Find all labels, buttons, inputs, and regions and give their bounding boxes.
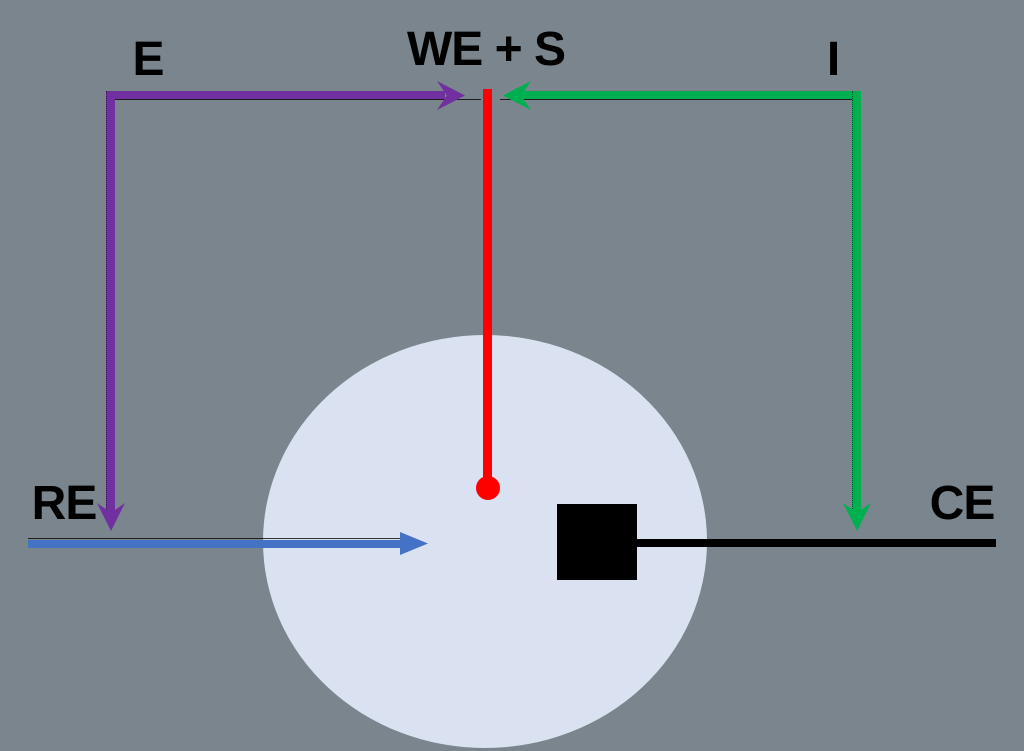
counter-electrode-wire: [637, 539, 996, 547]
working-electrode-label: WE + S: [406, 23, 566, 76]
reference-electrode-arrow-shaft: [28, 540, 402, 548]
current-connector-outline: [500, 99, 861, 100]
current-label: I: [826, 33, 840, 86]
working-electrode-wire: [483, 89, 492, 488]
reference-electrode-label: RE: [31, 477, 98, 530]
current-arrow-vertical-segment: [852, 91, 861, 513]
reference-connector-outline: [28, 538, 402, 539]
potential-connector-outline: [111, 99, 481, 100]
current-arrow-horizontal-segment: [521, 91, 861, 99]
counter-electrode-plate: [557, 504, 637, 580]
counter-electrode-label: CE: [929, 477, 996, 530]
working-electrode-tip-dot: [476, 476, 500, 500]
potential-arrow-vertical-segment: [106, 91, 115, 513]
potential-arrow-horizontal-segment: [107, 91, 445, 99]
potential-label: E: [132, 33, 164, 86]
